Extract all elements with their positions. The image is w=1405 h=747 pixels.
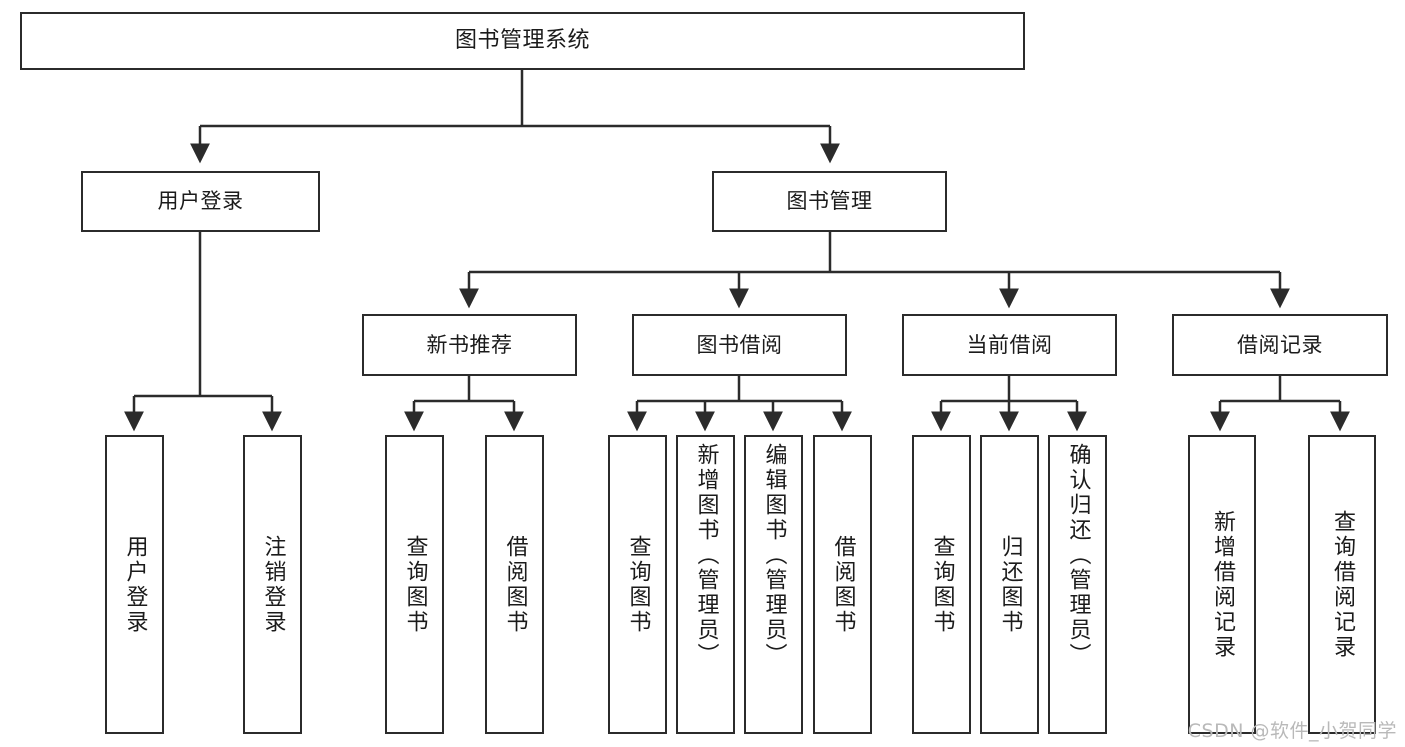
node-root[interactable]: 图书管理系统 [20,12,1025,70]
node-borrow-record-label: 借阅记录 [1237,332,1323,357]
node-root-label: 图书管理系统 [454,28,590,54]
leaf-new-book-borrow-label: 借阅图书 [502,534,528,635]
node-book-management-label: 图书管理 [786,189,873,214]
leaf-user-login-login[interactable]: 用户登录 [105,435,164,734]
leaf-user-login-logout[interactable]: 注销登录 [243,435,302,734]
watermark: CSDN @软件_小贺同学 [1187,720,1397,742]
leaf-borrow-record-add[interactable]: 新增借阅记录 [1188,435,1256,734]
node-new-book-recommend[interactable]: 新书推荐 [362,314,577,376]
leaf-borrow-record-add-label: 新增借阅记录 [1210,509,1235,660]
node-book-management[interactable]: 图书管理 [712,171,947,232]
node-current-borrow-label: 当前借阅 [966,332,1053,357]
leaf-book-borrow-borrow[interactable]: 借阅图书 [813,435,872,734]
node-user-login[interactable]: 用户登录 [81,171,320,232]
leaf-book-borrow-borrow-label: 借阅图书 [830,534,856,635]
leaf-book-borrow-edit[interactable]: 编辑图书（管理员） [744,435,803,734]
leaf-user-login-login-label: 用户登录 [122,534,148,635]
leaf-book-borrow-edit-label: 编辑图书（管理员） [761,443,787,668]
leaf-current-borrow-return-label: 归还图书 [997,534,1023,635]
node-new-book-recommend-label: 新书推荐 [426,332,513,357]
leaf-current-borrow-confirm[interactable]: 确认归还（管理员） [1048,435,1107,734]
leaf-new-book-borrow[interactable]: 借阅图书 [485,435,544,734]
leaf-current-borrow-confirm-label: 确认归还（管理员） [1065,443,1091,668]
node-book-borrow-label: 图书借阅 [696,332,783,357]
node-user-login-label: 用户登录 [157,189,244,214]
leaf-new-book-query[interactable]: 查询图书 [385,435,444,734]
leaf-book-borrow-query[interactable]: 查询图书 [608,435,667,734]
leaf-borrow-record-query[interactable]: 查询借阅记录 [1308,435,1376,734]
leaf-user-login-logout-label: 注销登录 [260,534,286,635]
leaf-new-book-query-label: 查询图书 [402,534,428,635]
leaf-current-borrow-return[interactable]: 归还图书 [980,435,1039,734]
leaf-current-borrow-query[interactable]: 查询图书 [912,435,971,734]
leaf-book-borrow-add[interactable]: 新增图书（管理员） [676,435,735,734]
leaf-current-borrow-query-label: 查询图书 [929,534,955,635]
leaf-book-borrow-query-label: 查询图书 [625,534,651,635]
node-current-borrow[interactable]: 当前借阅 [902,314,1117,376]
node-book-borrow[interactable]: 图书借阅 [632,314,847,376]
leaf-borrow-record-query-label: 查询借阅记录 [1330,509,1355,660]
node-borrow-record[interactable]: 借阅记录 [1172,314,1388,376]
leaf-book-borrow-add-label: 新增图书（管理员） [693,443,719,668]
